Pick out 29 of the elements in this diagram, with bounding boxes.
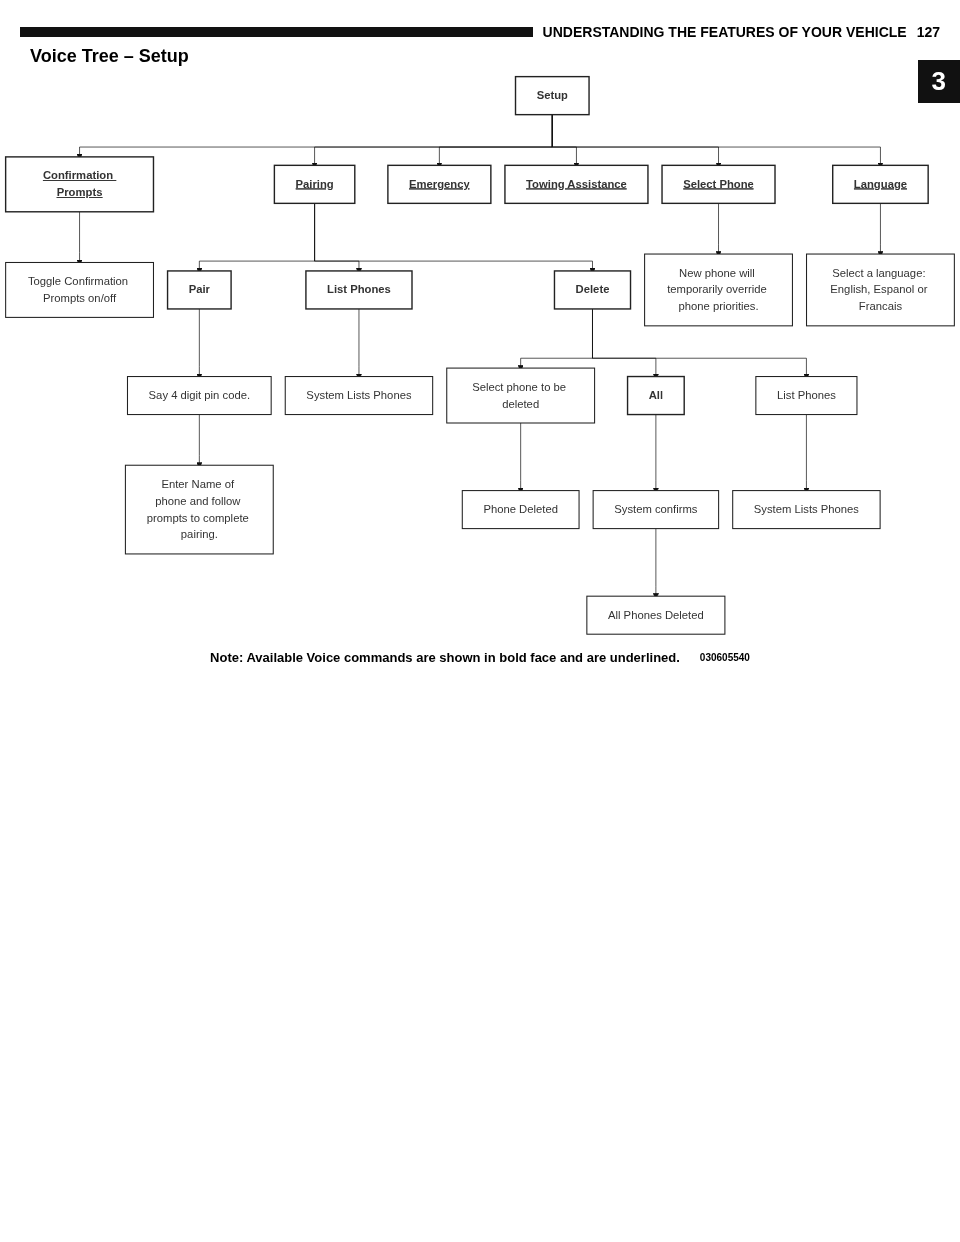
node-box: Setup	[514, 75, 590, 116]
node-box: Emergency	[387, 164, 492, 205]
node-box: System Lists Phones	[732, 490, 881, 530]
figure-code: 030605540	[699, 651, 750, 663]
note-text: Note: Available Voice commands are shown in bold face and are underlined.	[210, 649, 680, 665]
node-box: All Phones Deleted	[586, 595, 726, 635]
node-box: Delete	[553, 270, 632, 310]
node-box: Phone Deleted	[461, 490, 580, 530]
node-box: New phone will temporarily override phone priorities.	[644, 253, 793, 327]
node-box: Pair	[166, 270, 232, 310]
page-header: UNDERSTANDING THE FEATURES OF YOUR VEHICLE	[542, 24, 907, 40]
node-box: System confirms	[592, 490, 720, 530]
node-box: Say 4 digit pin code.	[126, 376, 272, 416]
node-box: Select Phone	[661, 164, 776, 205]
node-box: Select phone to be deleted	[446, 367, 596, 424]
node-box: Confirmation Prompts	[4, 156, 155, 213]
node-box: List Phones	[305, 270, 413, 310]
node-box: All	[626, 375, 685, 416]
chapter-tab: 3	[917, 60, 960, 103]
node-box: List Phones	[755, 376, 858, 416]
node-box: Language	[832, 164, 929, 205]
node-box: Select a language: English, Espanol or Francais	[806, 253, 955, 327]
diagram-title: Voice Tree – Setup	[30, 46, 190, 67]
page-number: 127	[916, 24, 940, 40]
node-box: Toggle Confirmation Prompts on/off	[5, 261, 154, 318]
node-box: System Lists Phones	[284, 376, 434, 416]
node-box: Pairing	[273, 164, 356, 205]
node-box: Towing Assistance	[504, 164, 649, 205]
node-box: Enter Name of phone and follow prompts to complete pairing.	[124, 464, 274, 555]
